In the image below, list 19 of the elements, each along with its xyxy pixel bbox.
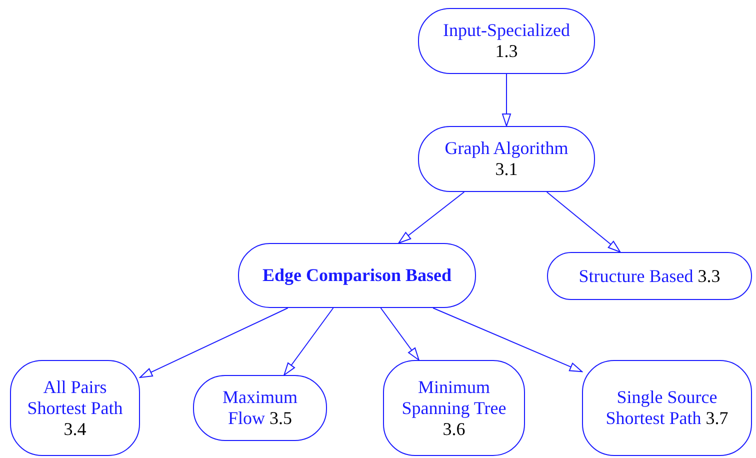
node-label: Input-Specialized 1.3 [442,20,571,62]
node-label: Minimum Spanning Tree 3.6 [400,376,508,440]
node-label: Single Source Shortest Path 3.7 [604,387,730,429]
node-label: All Pairs Shortest Path 3.4 [26,376,124,440]
rounded-box [383,360,525,456]
arrow [398,192,465,244]
arrow [140,308,288,378]
node-label: Maximum Flow 3.5 [222,387,298,429]
node-label: Edge Comparison Based [262,265,452,286]
node-label: Graph Algorithm 3.1 [444,138,570,180]
arrow [380,308,420,360]
arrow [284,308,334,376]
rounded-box [582,360,752,456]
arrow [502,74,511,126]
arrow [432,308,582,372]
arrow [546,192,621,252]
rounded-box [10,360,140,456]
rounded-box [547,252,752,300]
node-label: Structure Based 3.3 [578,266,720,286]
